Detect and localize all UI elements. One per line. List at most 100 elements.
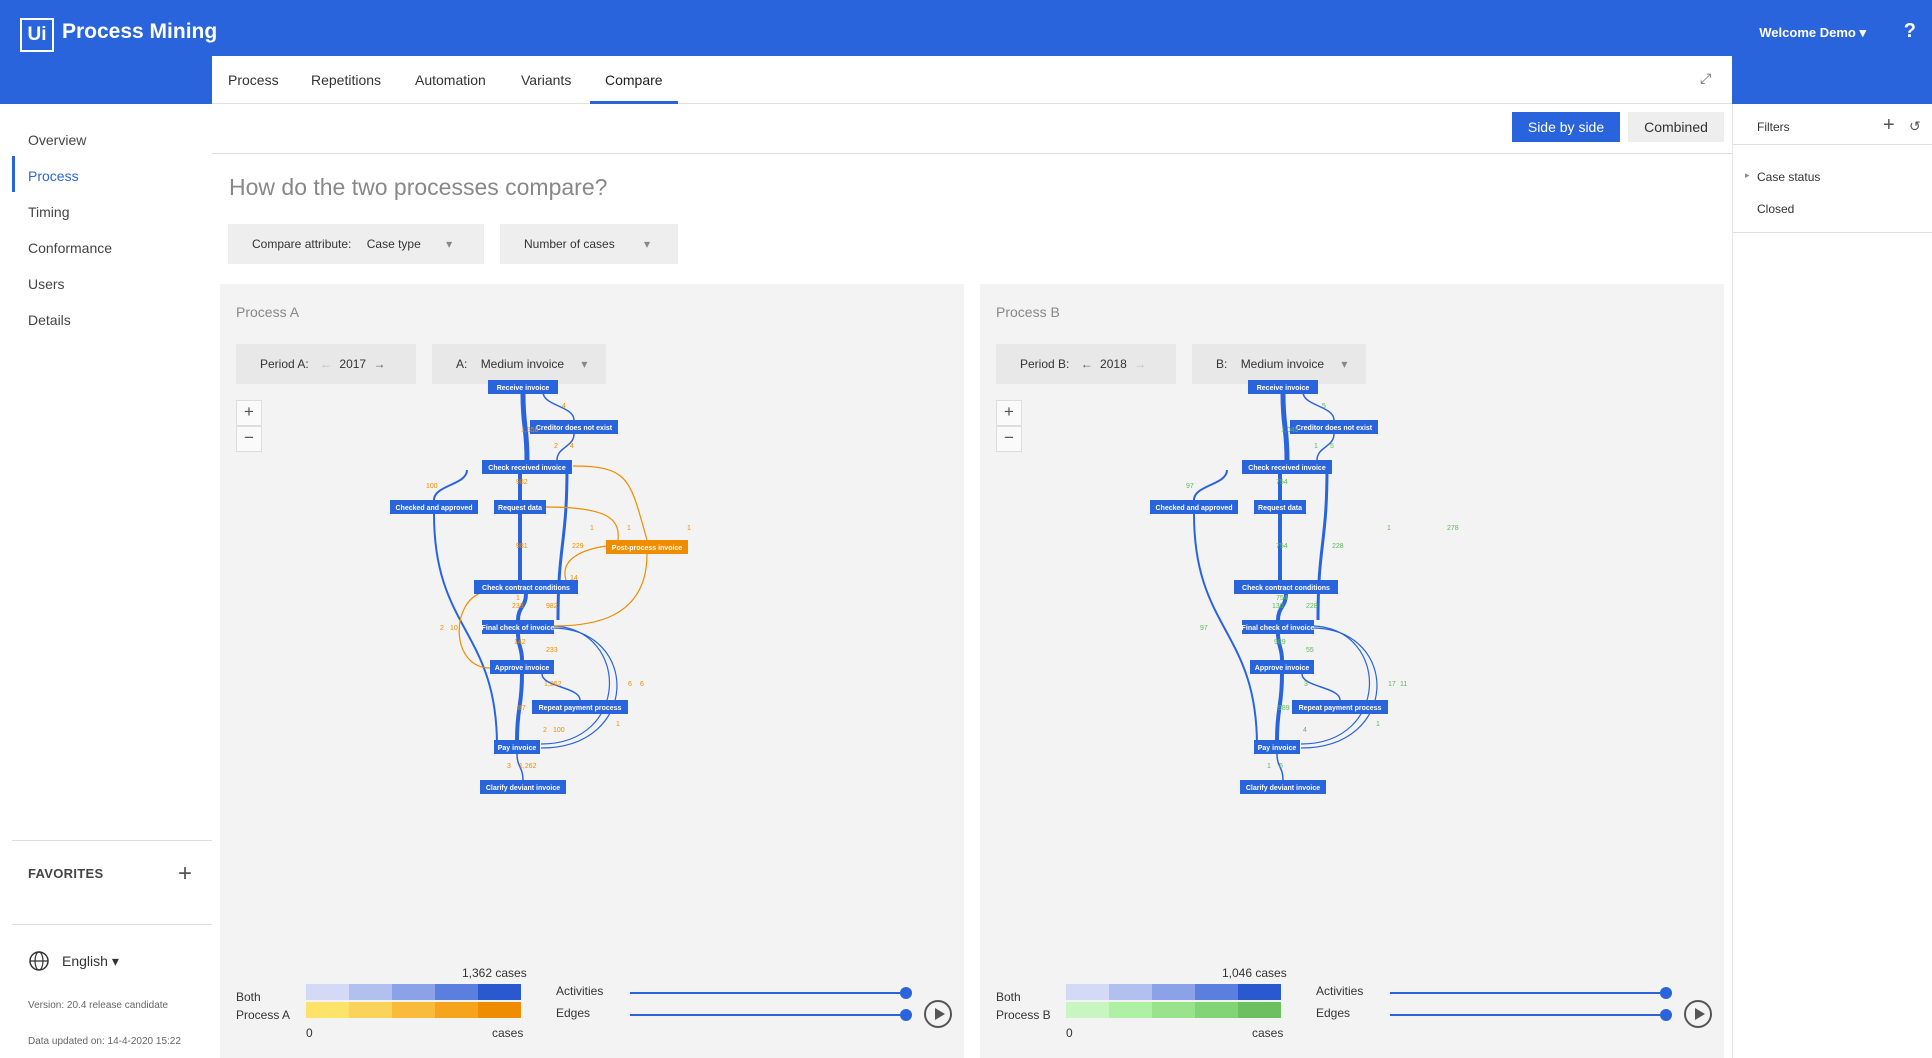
graph-node-label: Checked and approved (1155, 505, 1232, 512)
period-a-value: 2017 (339, 357, 367, 371)
language-selector[interactable]: English ▾ (62, 953, 119, 970)
help-button[interactable]: ? (1903, 20, 1916, 42)
combined-button[interactable]: Combined (1628, 112, 1724, 142)
edges-slider[interactable] (1390, 1014, 1670, 1016)
edge-label: 2 (554, 443, 558, 450)
activities-label: Activities (1316, 984, 1364, 998)
reset-icon[interactable]: ↺ (1909, 118, 1921, 134)
legend-unit: cases (1252, 1026, 1284, 1040)
zoom-in-button[interactable]: + (236, 400, 262, 426)
sidebar-item-timing[interactable]: Timing (28, 204, 70, 220)
sidebar-item-conformance[interactable]: Conformance (28, 240, 113, 256)
compare-attribute-dropdown[interactable]: Compare attribute: Case type ▾ (228, 224, 484, 264)
fullscreen-icon[interactable]: ⤢ (1700, 70, 1712, 86)
edge-label: 278 (1447, 525, 1459, 532)
category-b-value: Medium invoice (1240, 357, 1325, 371)
edge-label: 5 (1330, 443, 1334, 450)
period-a-selector[interactable]: Period A: ← 2017 → (236, 344, 416, 384)
page-title: How do the two processes compare? (229, 174, 608, 200)
tab-variants[interactable]: Variants (521, 72, 572, 88)
graph-node-label: Creditor does not exist (536, 425, 613, 432)
activities-slider[interactable] (630, 992, 910, 994)
expand-arrow-icon[interactable]: ▸ (1745, 170, 1750, 180)
graph-edge (1193, 469, 1228, 501)
graph-edge (516, 633, 524, 661)
activities-slider-handle[interactable] (1660, 987, 1672, 999)
graph-node-label: Pay invoice (498, 745, 537, 752)
edge-label: 1,262 (519, 763, 537, 770)
tab-process[interactable]: Process (228, 72, 279, 88)
edge-label: 1 (1267, 763, 1271, 770)
filter-panel: Filters + ↺ ▸ Case status Closed (1732, 104, 1932, 1058)
edges-slider[interactable] (630, 1014, 910, 1016)
edge-label: 229 (572, 543, 584, 550)
main-content: Process Repetitions Automation Variants … (212, 56, 1732, 1058)
graph-edge (542, 391, 575, 421)
edge-label: 754 (1276, 479, 1288, 486)
view-toolbar: Side by side Combined (212, 104, 1732, 154)
edges-slider-handle[interactable] (1660, 1009, 1672, 1021)
sidebar-item-overview[interactable]: Overview (28, 132, 87, 148)
edge-label: 982 (516, 479, 528, 486)
tab-repetitions[interactable]: Repetitions (311, 72, 382, 88)
edge-label: 754 (1276, 543, 1288, 550)
sidebar-item-users[interactable]: Users (28, 276, 65, 292)
caret-down-icon: ▾ (581, 357, 588, 371)
metric-dropdown[interactable]: Number of cases ▾ (500, 224, 678, 264)
edge-label: 3 (1304, 681, 1308, 688)
sidebar-item-details[interactable]: Details (28, 312, 71, 328)
chevron-down-icon: ▾ (1859, 25, 1866, 40)
graph-node (1290, 420, 1378, 434)
edge-label: 2 (543, 727, 547, 734)
play-animation-button[interactable] (1684, 1000, 1712, 1028)
tab-compare[interactable]: Compare (605, 72, 663, 88)
arrow-right-icon[interactable]: → (373, 357, 386, 371)
category-a-dropdown[interactable]: A: Medium invoice ▾ (432, 344, 606, 384)
category-b-dropdown[interactable]: B: Medium invoice ▾ (1192, 344, 1366, 384)
graph-node (530, 420, 618, 434)
zoom-out-button[interactable]: − (996, 426, 1022, 452)
edge-label: 1,045 (1281, 427, 1299, 434)
activities-slider-handle[interactable] (900, 987, 912, 999)
tab-automation[interactable]: Automation (415, 72, 486, 88)
case-status-filter[interactable]: Case status (1757, 170, 1821, 184)
side-by-side-button[interactable]: Side by side (1512, 112, 1620, 142)
divider (12, 924, 212, 925)
graph-edge (520, 393, 530, 461)
play-animation-button[interactable] (924, 1000, 952, 1028)
process-b-title: Process B (996, 304, 1060, 320)
edge-label: 97 (1200, 625, 1208, 632)
arrow-left-icon[interactable]: ← (320, 357, 333, 371)
edge-label: 5 (1279, 763, 1283, 770)
edges-slider-handle[interactable] (900, 1009, 912, 1021)
arrow-left-icon[interactable]: ← (1080, 357, 1093, 371)
user-menu[interactable]: Welcome Demo ▾ (1759, 25, 1866, 41)
graph-node-label: Checked and approved (395, 505, 472, 512)
graph-node-label: Final check of invoice (482, 625, 555, 632)
period-b-selector[interactable]: Period B: ← 2018 → (996, 344, 1176, 384)
edge-label: 233 (546, 647, 558, 654)
graph-edge (516, 593, 528, 621)
graph-edge (516, 753, 524, 781)
arrow-right-icon[interactable]: → (1134, 357, 1147, 371)
graph-node (482, 620, 554, 634)
add-filter-button[interactable]: + (1883, 114, 1895, 136)
legend-min: 0 (1066, 1026, 1073, 1040)
period-b-value: 2018 (1100, 357, 1127, 371)
edge-label: 1 (627, 525, 631, 532)
graph-node (1150, 500, 1238, 514)
sidebar-item-process[interactable]: Process (28, 168, 79, 184)
add-favorite-button[interactable]: + (178, 860, 193, 887)
compare-attribute-label: Compare attribute: (252, 237, 352, 251)
edge-label: 100 (426, 483, 438, 490)
graph-node (390, 500, 478, 514)
activities-slider[interactable] (1390, 992, 1670, 994)
edge-label: 754 (1276, 595, 1288, 602)
zoom-in-button[interactable]: + (996, 400, 1022, 426)
graph-edge (1276, 753, 1284, 781)
graph-node-label: Check received invoice (1248, 465, 1326, 472)
zoom-out-button[interactable]: − (236, 426, 262, 452)
legend-process-label: Process A (236, 1008, 291, 1022)
